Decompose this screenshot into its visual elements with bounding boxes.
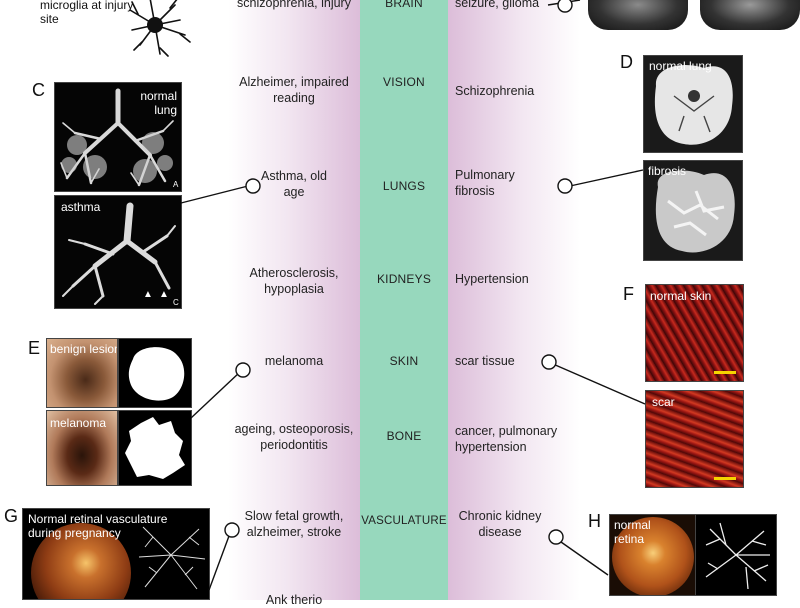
left-bone: ageing, osteoporosis, periodontitis [234, 422, 354, 452]
vessel-map-icon [138, 526, 206, 590]
microglia-cell-icon [129, 0, 191, 57]
connector-lungs-right [569, 169, 644, 187]
brain-scan-image-2 [700, 0, 800, 30]
lung-cast-icon [60, 88, 174, 187]
organ-vasculature: VASCULATURE [361, 515, 447, 527]
skin-lesion-icon [128, 347, 185, 401]
left-skin: melanoma [264, 354, 324, 368]
melanoma-mask-image [118, 410, 192, 486]
fibrosis-label: fibrosis [648, 164, 687, 178]
ct-scan-icon [655, 170, 735, 253]
normal-retina-label: normal retina [614, 518, 651, 546]
retina-fundus-icon [31, 523, 131, 599]
right-skin: scar tissue [455, 354, 515, 368]
asthma-mark: C [173, 298, 179, 307]
normal-skin-image: normal skin [645, 284, 744, 382]
panel-letter-h: H [588, 511, 601, 531]
normal-lung-cast-image: normal lung A [54, 82, 182, 192]
fibrosis-ct-image: fibrosis [643, 160, 743, 261]
panel-letter-f: F [623, 284, 634, 304]
left-lungs: Asthma, old age [260, 169, 327, 199]
skin-lesion-icon [125, 417, 185, 479]
connector-vasculature-left [208, 535, 230, 591]
benign-lesion-label: benign lesion [50, 342, 118, 356]
melanoma-image: melanoma [46, 410, 118, 486]
lung-cast-icon [62, 202, 176, 305]
organ-brain: BRAIN [385, 0, 423, 10]
organ-bone: BONE [386, 429, 422, 443]
right-brain: seizure, glioma [455, 0, 540, 10]
normal-retina-vessel-image [695, 514, 777, 596]
left-brain: schizophrenia, injury [237, 0, 351, 10]
microglia-caption: microglia at injury site [40, 0, 134, 26]
right-kidneys: Hypertension [455, 272, 529, 286]
organ-lungs: LUNGS [382, 179, 426, 193]
retina-fundus-icon [612, 517, 694, 595]
normal-lung-ct-image: normal lung [643, 55, 743, 153]
brain-scan-image-1 [588, 0, 688, 30]
organ-vision: VISION [383, 75, 425, 89]
ct-scan-icon [654, 65, 733, 145]
organ-band [360, 0, 448, 600]
scale-bar [714, 477, 736, 480]
left-vasculature: Slow fetal growth, alzheimer, stroke [244, 509, 344, 539]
normal-skin-label: normal skin [650, 289, 712, 303]
scar-label: scar [652, 395, 675, 409]
normal-lung-mark: A [173, 180, 179, 189]
arrow-icon: ▲ [143, 289, 153, 300]
left-vision: Alzheimer, impaired reading [239, 75, 349, 105]
retina-pregnancy-caption: Normal retinal vasculature during pregna… [28, 512, 168, 540]
normal-lung-label: normal lung [140, 89, 177, 117]
left-kidneys: Atherosclerosis, hypoplasia [249, 266, 339, 296]
panel-letter-d: D [620, 52, 633, 72]
right-disease-band [448, 0, 580, 600]
right-vasculature: Chronic kidney disease [458, 509, 542, 539]
scale-bar [714, 371, 736, 374]
organ-skin: SKIN [389, 354, 419, 368]
panel-letter-c: C [32, 80, 45, 100]
vessel-map-icon [705, 522, 770, 590]
normal-retina-image: normal retina [609, 514, 697, 596]
scar-skin-image: scar [645, 390, 744, 488]
melanoma-label: melanoma [50, 416, 107, 430]
panel-letter-g: G [4, 506, 19, 526]
retina-pregnancy-image: Normal retinal vasculature during pregna… [22, 508, 210, 600]
asthma-lung-cast-image: asthma ▲ ▲ C [54, 195, 182, 309]
arrow-icon: ▲ [159, 289, 169, 300]
asthma-label: asthma [61, 200, 101, 214]
right-bone: cancer, pulmonary hypertension [455, 424, 558, 454]
organ-kidneys: KIDNEYS [376, 272, 432, 286]
left-partial-row: Ank therio [265, 593, 323, 607]
normal-lung-ct-label: normal lung [649, 59, 712, 73]
benign-lesion-image: benign lesion [46, 338, 118, 408]
right-vision: Schizophrenia [455, 84, 535, 98]
right-lungs: Pulmonary fibrosis [455, 168, 515, 198]
left-disease-band [228, 0, 360, 600]
panel-letter-e: E [28, 338, 41, 358]
benign-mask-image [118, 338, 192, 408]
